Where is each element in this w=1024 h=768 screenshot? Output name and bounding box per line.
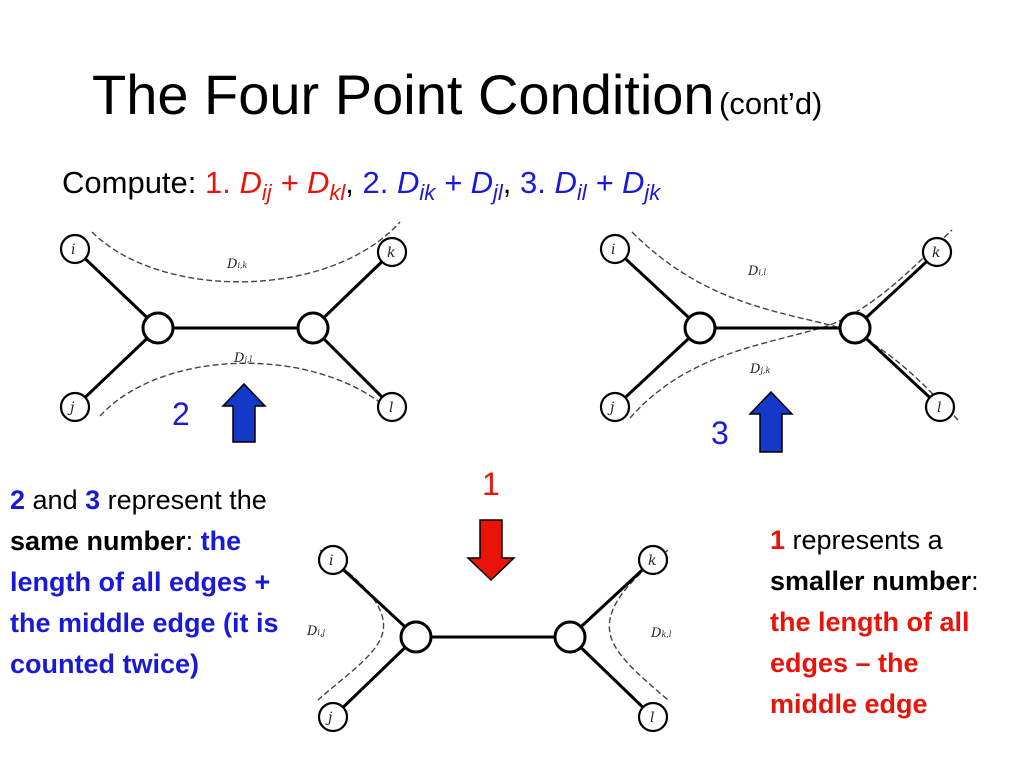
label-d-il: Di,l <box>747 264 767 279</box>
label-j: j <box>325 710 333 726</box>
title-sub: (cont’d) <box>719 86 823 121</box>
blue-arrow-2 <box>221 382 267 443</box>
compute-item-1: 1. Dij + Dkl <box>205 165 346 205</box>
node-k <box>376 236 408 268</box>
compute-item-3: 3. Dil + Djk <box>520 165 661 205</box>
label-l: l <box>937 400 941 416</box>
number-2-label: 2 <box>172 396 190 432</box>
internal-node-left <box>399 620 433 654</box>
label-j: j <box>67 400 75 416</box>
node-i <box>317 544 349 576</box>
node-l <box>924 391 956 423</box>
path-d-jl <box>99 362 401 421</box>
node-j <box>59 391 91 423</box>
label-d-kl: Dk,l <box>650 626 672 641</box>
blue-arrow-3 <box>748 390 794 453</box>
slide-title: The Four Point Condition (cont’d) <box>92 62 822 127</box>
label-l: l <box>389 400 393 416</box>
label-k: k <box>387 245 395 261</box>
path-d-il <box>631 231 959 421</box>
left-explanation: 2 and 3 represent the same number: the l… <box>10 485 279 679</box>
number-1-label: 1 <box>482 466 500 502</box>
path-d-ik <box>91 221 401 283</box>
label-d-jl: Dj,l <box>233 351 252 366</box>
node-i <box>599 233 631 265</box>
number-3-label: 3 <box>711 415 729 451</box>
path-d-jk <box>629 229 953 419</box>
internal-node-right <box>553 620 587 654</box>
label-d-ik: Di,k <box>226 257 248 272</box>
internal-node-left <box>141 311 175 345</box>
label-d-jk: Dj,k <box>749 362 770 377</box>
node-l <box>376 391 408 423</box>
compute-item-2: 2. Dik + Djl <box>362 165 503 205</box>
internal-node-right <box>296 311 330 345</box>
node-j <box>317 701 349 733</box>
red-arrow-1 <box>466 519 516 582</box>
node-k <box>921 236 953 268</box>
label-i: i <box>71 242 75 258</box>
internal-node-left <box>683 311 717 345</box>
label-l: l <box>650 710 654 726</box>
label-i: i <box>611 242 615 258</box>
diagram-3: i j k l Di,l Dj,k <box>599 229 959 453</box>
label-j: j <box>607 400 615 416</box>
node-l <box>637 701 669 733</box>
diagram-2: i j k l Di,k Dj,l <box>59 221 408 443</box>
right-explanation: 1 represents a smaller number: the lengt… <box>770 525 979 719</box>
diagram-1: i j k l Di,j Dk,l <box>306 519 672 733</box>
node-k <box>637 544 669 576</box>
node-i <box>59 233 91 265</box>
compute-line: Compute: 1. Dij + Dkl, 2. Dik + Djl, 3. … <box>62 165 661 205</box>
internal-node-right <box>838 311 872 345</box>
label-k: k <box>648 553 656 569</box>
label-i: i <box>329 553 333 569</box>
label-d-ij: Di,j <box>306 624 326 639</box>
title-main: The Four Point Condition <box>92 63 715 126</box>
node-j <box>599 391 631 423</box>
label-k: k <box>932 245 940 261</box>
compute-prefix: Compute: <box>62 165 206 200</box>
